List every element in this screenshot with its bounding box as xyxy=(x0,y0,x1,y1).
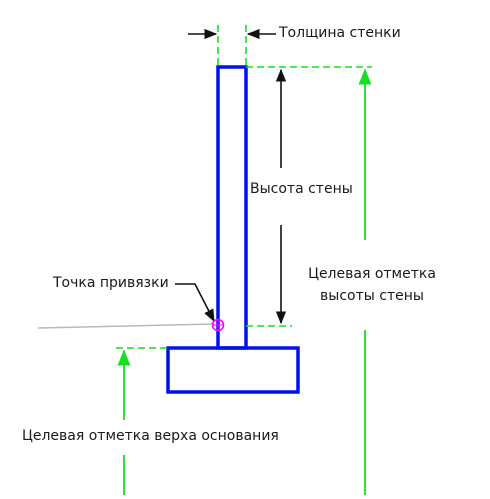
anchor-leader xyxy=(175,283,215,323)
wall-stem xyxy=(216,65,248,350)
ground-line xyxy=(37,323,215,329)
wall-thickness-label: Толщина стенки xyxy=(279,25,401,41)
target-wall-height-label-line2: высоты стены xyxy=(320,288,424,304)
target-footing-top-label: Целевая отметка верха основания xyxy=(22,428,279,444)
target-wall-height-label-line1: Целевая отметка xyxy=(308,266,436,282)
wall-footing xyxy=(166,346,300,394)
anchor-point-label: Точка привязки xyxy=(53,275,169,291)
wall-height-label: Высота стены xyxy=(250,181,353,197)
